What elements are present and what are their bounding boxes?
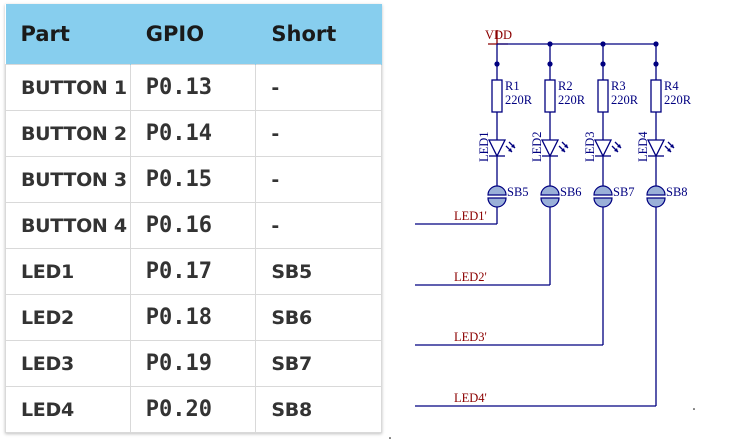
led-arrowhead-b-2 bbox=[564, 144, 568, 148]
led-triangle-2 bbox=[540, 139, 560, 158]
cell-part: BUTTON 2 bbox=[5, 110, 131, 157]
led-arrowhead-a-3 bbox=[614, 148, 618, 152]
led-arrowhead-b-4 bbox=[670, 144, 674, 148]
net-label-2: LED2' bbox=[454, 270, 487, 284]
resistor-ref-1: R1 bbox=[505, 79, 520, 93]
led-triangle-4 bbox=[646, 139, 666, 158]
table-header-row: Part GPIO Short bbox=[5, 4, 382, 65]
table-row: BUTTON 2 P0.14 - bbox=[5, 110, 382, 157]
header-short: Short bbox=[255, 4, 382, 65]
resistor-ref-4: R4 bbox=[664, 79, 679, 93]
net-label-1: LED1' bbox=[454, 209, 487, 223]
led-arrowhead-b-1 bbox=[511, 144, 515, 148]
resistor-body-3 bbox=[597, 79, 609, 113]
net-label-4: LED4' bbox=[454, 391, 487, 405]
bridge-ref-4: SB8 bbox=[666, 185, 688, 199]
resistor-body-1 bbox=[491, 79, 503, 113]
stray-dot bbox=[389, 437, 391, 439]
bridge-bottom-half-2 bbox=[540, 197, 560, 208]
resistor-value-4: 220R bbox=[664, 93, 692, 107]
bridge-bottom-half-3 bbox=[593, 197, 613, 208]
table-row: BUTTON 4 P0.16 - bbox=[5, 202, 382, 249]
cell-short: - bbox=[255, 64, 382, 111]
cell-part: BUTTON 4 bbox=[5, 202, 131, 249]
bridge-ref-3: SB7 bbox=[613, 185, 635, 199]
cell-part: LED1 bbox=[5, 248, 131, 295]
bridge-ref-1: SB5 bbox=[507, 185, 529, 199]
cell-gpio: P0.15 bbox=[129, 156, 257, 203]
gpio-table: Part GPIO Short BUTTON 1 P0.13 - BUTTON … bbox=[5, 4, 382, 433]
led-ref-4: LED4 bbox=[636, 131, 650, 162]
resistor-value-2: 220R bbox=[558, 93, 586, 107]
bridge-top-half-4 bbox=[646, 185, 666, 196]
table-row: LED4 P0.20 SB8 bbox=[5, 386, 382, 433]
cell-part: LED3 bbox=[5, 340, 131, 387]
cell-short: SB8 bbox=[255, 386, 382, 433]
led-arrowhead-b-3 bbox=[617, 144, 621, 148]
led-arrowhead-a-2 bbox=[561, 148, 565, 152]
bridge-ref-2: SB6 bbox=[560, 185, 582, 199]
bridge-bottom-half-4 bbox=[646, 197, 666, 208]
cell-gpio: P0.20 bbox=[129, 386, 257, 433]
cell-part: LED4 bbox=[5, 386, 131, 433]
led-arrowhead-a-4 bbox=[667, 148, 671, 152]
cell-part: BUTTON 3 bbox=[5, 156, 131, 203]
resistor-body-4 bbox=[650, 79, 662, 113]
led-arrowhead-a-1 bbox=[508, 148, 512, 152]
table-row: BUTTON 3 P0.15 - bbox=[5, 156, 382, 203]
bridge-top-half-3 bbox=[593, 185, 613, 196]
cell-short: - bbox=[255, 156, 382, 203]
led-triangle-3 bbox=[593, 139, 613, 158]
resistor-ref-3: R3 bbox=[611, 79, 626, 93]
led-ref-3: LED3 bbox=[583, 131, 597, 162]
resistor-ref-2: R2 bbox=[558, 79, 573, 93]
led-ref-2: LED2 bbox=[530, 131, 544, 162]
cell-gpio: P0.14 bbox=[129, 110, 257, 157]
table-row: LED1 P0.17 SB5 bbox=[5, 248, 382, 295]
led-triangle-1 bbox=[487, 139, 507, 158]
gpio-table-container: Part GPIO Short BUTTON 1 P0.13 - BUTTON … bbox=[5, 4, 382, 433]
stray-dot bbox=[693, 408, 695, 410]
net-label-3: LED3' bbox=[454, 330, 487, 344]
resistor-body-2 bbox=[544, 79, 556, 113]
header-gpio: GPIO bbox=[130, 4, 257, 65]
cell-short: SB6 bbox=[255, 294, 382, 341]
bridge-top-half-1 bbox=[487, 185, 507, 196]
resistor-value-3: 220R bbox=[611, 93, 639, 107]
cell-gpio: P0.17 bbox=[129, 248, 257, 295]
header-part: Part bbox=[5, 4, 131, 65]
bridge-top-half-2 bbox=[540, 185, 560, 196]
led-ref-1: LED1 bbox=[477, 131, 491, 162]
cell-part: BUTTON 1 bbox=[5, 64, 131, 111]
resistor-value-1: 220R bbox=[505, 93, 533, 107]
cell-short: SB7 bbox=[255, 340, 382, 387]
bridge-bottom-half-1 bbox=[487, 197, 507, 208]
vdd-label: VDD bbox=[485, 28, 512, 42]
